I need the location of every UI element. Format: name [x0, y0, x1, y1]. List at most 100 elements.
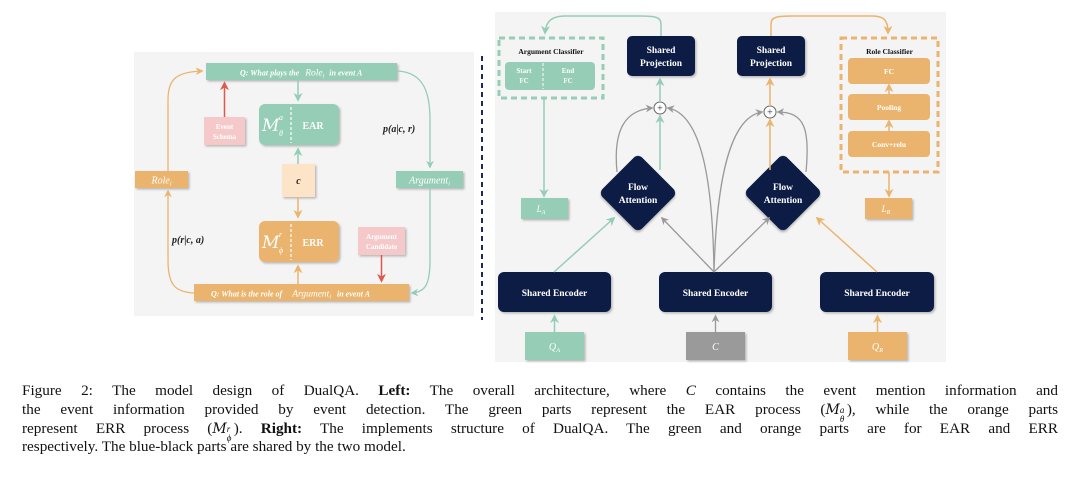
ear-model-label: EAR: [302, 121, 324, 132]
svg-text:Schema: Schema: [213, 133, 237, 141]
figure-canvas: Q: What plays the Rolei in event A Event…: [134, 12, 946, 362]
shared-encoder-c: Shared Encoder: [659, 272, 772, 312]
query-to-argument-arrow: [396, 70, 434, 169]
role-classifier-title: Role Classifier: [866, 47, 914, 56]
loss-r-box: LR: [865, 198, 912, 219]
encoder-qa-to-attention-arrow: [553, 216, 616, 273]
top-query-var: Role: [304, 69, 322, 79]
caption-line-2: the event information provided by event …: [22, 400, 1058, 424]
encoder-qr-to-attention-arrow: [815, 216, 878, 273]
context-label: c: [296, 176, 301, 187]
plus-node-left: +: [653, 101, 667, 115]
end-fc-label: End: [562, 67, 575, 75]
flow-attention-left: Flow Attention: [600, 155, 676, 231]
top-query-suffix: in event A: [329, 69, 363, 78]
ear-model-symbol: M: [261, 116, 280, 136]
prob-ear-label: p(a|c, r): [382, 124, 415, 135]
shared-projection-right: Shared Projection: [737, 36, 805, 76]
svg-text:Shared Encoder: Shared Encoder: [844, 289, 910, 299]
projection-to-role-classifier-arrow: [770, 15, 893, 36]
svg-text:Shared Encoder: Shared Encoder: [522, 289, 588, 299]
role-classifier: Role Classifier FC Pooling Conv+relu: [839, 36, 940, 174]
svg-text:Candidate: Candidate: [366, 243, 397, 251]
svg-text:r: r: [279, 230, 283, 239]
bottom-query-box: Q: What is the role of Argumenti in even…: [194, 284, 409, 301]
role-to-query-arrow: [167, 67, 204, 171]
svg-text:Conv+relu: Conv+relu: [872, 140, 906, 149]
bottom-query-prefix: Q: What is the role of: [211, 290, 284, 299]
argument-to-query-arrow: [410, 188, 431, 297]
start-fc-label: Start: [516, 67, 532, 75]
svg-text:QR: QR: [872, 342, 883, 354]
pooling-layer: [848, 94, 930, 120]
argument-candidate-box: Argument Candidate: [358, 227, 405, 255]
input-qa: QA: [525, 332, 584, 360]
skip-arc-right-outer: [776, 108, 808, 173]
svg-text:Shared: Shared: [647, 46, 677, 56]
caption-line-4: respectively. The blue-black parts are s…: [22, 438, 406, 456]
svg-text:Attention: Attention: [619, 196, 658, 206]
bottom-query-suffix: in event A: [337, 290, 371, 299]
role-node: Rolei: [135, 171, 188, 188]
svg-text:a: a: [279, 113, 283, 122]
conv-relu-layer: [848, 131, 930, 157]
svg-text:Attention: Attention: [764, 196, 803, 206]
svg-text:Q: What is the role of: Q: What is the role of Argumenti in even…: [211, 290, 371, 301]
shared-projection-left: Shared Projection: [627, 36, 695, 76]
ear-model-box: M a θ EAR: [259, 104, 339, 145]
encoder-c-to-attention-right-arrow: [713, 216, 771, 273]
svg-text:Shared: Shared: [757, 46, 787, 56]
input-c: C: [686, 332, 745, 360]
shared-encoder-qa: Shared Encoder: [498, 272, 611, 312]
caption-line-1: Figure 2: The model design of DualQA. Le…: [22, 382, 1058, 399]
argument-classifier: Argument Classifier Start FC End FC: [497, 36, 605, 100]
svg-text:Projection: Projection: [640, 59, 683, 69]
svg-text:Rolei: Rolei: [151, 176, 172, 188]
start-end-fc-box: [505, 62, 595, 90]
svg-text:LA: LA: [536, 204, 546, 216]
err-model-label: ERR: [302, 238, 324, 249]
plus-node-right: +: [763, 105, 777, 119]
svg-text:Projection: Projection: [750, 59, 793, 69]
skip-arc-left-inner: [666, 105, 715, 273]
svg-text:QA: QA: [549, 342, 560, 354]
projection-to-argument-classifier-arrow: [541, 15, 662, 36]
figure-caption: Figure 2: The model design of DualQA. Le…: [22, 382, 1058, 457]
query-to-role-arrow: [164, 189, 195, 294]
svg-text:θ: θ: [279, 129, 283, 138]
left-panel: Q: What plays the Rolei in event A Event…: [134, 52, 474, 316]
svg-text:FC: FC: [884, 67, 894, 76]
svg-text:Argument: Argument: [366, 233, 397, 241]
svg-text:+: +: [657, 104, 663, 115]
flow-attention-right: Flow Attention: [745, 155, 821, 231]
fc-layer: [848, 58, 930, 84]
svg-text:Shared Encoder: Shared Encoder: [683, 289, 749, 299]
skip-arc-left-outer: [615, 104, 654, 173]
argument-node: Argumenti: [396, 171, 463, 188]
loss-a-box: LA: [521, 198, 568, 219]
svg-text:Pooling: Pooling: [877, 103, 901, 112]
top-query-box: Q: What plays the Rolei in event A: [206, 63, 397, 80]
svg-text:Event: Event: [216, 123, 234, 131]
err-model-symbol: M: [261, 233, 280, 253]
shared-encoder-qr: Shared Encoder: [820, 272, 934, 312]
top-query-prefix: Q: What plays the: [240, 69, 300, 78]
prob-err-label: p(r|c, a): [171, 235, 204, 246]
err-model-box: M r ϕ ERR: [259, 221, 339, 262]
svg-text:Flow: Flow: [628, 183, 648, 193]
skip-arc-right-inner: [713, 109, 764, 273]
svg-text:FC: FC: [563, 77, 572, 85]
svg-text:FC: FC: [519, 77, 528, 85]
svg-text:C: C: [712, 342, 719, 353]
svg-text:Q: What plays the Role: Q: What plays the Rolei in event A: [240, 69, 363, 80]
bottom-query-var: Argument: [291, 290, 329, 300]
svg-text:+: +: [767, 108, 773, 119]
event-schema-box: Event Schema: [204, 117, 245, 145]
svg-text:Argumenti: Argumenti: [408, 176, 450, 188]
argument-classifier-title: Argument Classifier: [518, 47, 584, 56]
encoder-c-to-attention-left-arrow: [660, 216, 715, 273]
right-panel: Argument Classifier Start FC End FC Role…: [495, 12, 946, 362]
input-qr: QR: [848, 332, 907, 360]
context-box: c: [282, 164, 315, 197]
